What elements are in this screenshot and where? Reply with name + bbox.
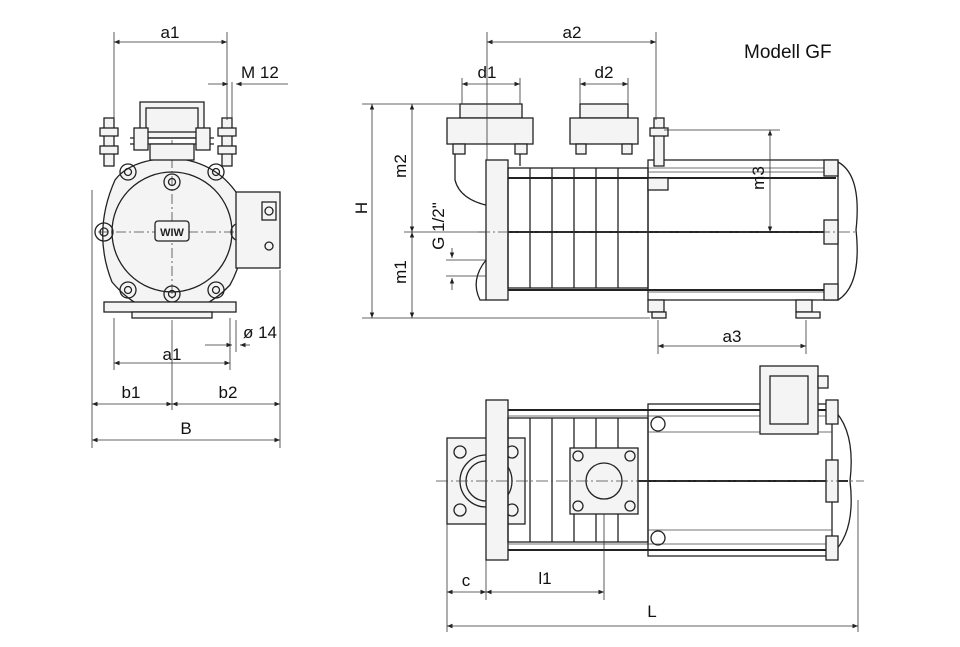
dim-d2: d2: [595, 63, 614, 82]
top-view-dimensions: c l1 L: [446, 500, 859, 632]
dim-b1: b1: [122, 383, 141, 402]
dim-l1: l1: [538, 569, 551, 588]
drawing-title: Modell GF: [744, 42, 832, 63]
dim-a3: a3: [723, 327, 742, 346]
dim-a1-top: a1: [161, 23, 180, 42]
dim-H: H: [352, 202, 371, 214]
dim-c: c: [462, 571, 471, 590]
dim-B: B: [180, 419, 191, 438]
dim-m2: m2: [391, 154, 410, 178]
dim-m3: m3: [749, 166, 768, 190]
side-view: [446, 103, 858, 319]
dim-a2: a2: [563, 23, 582, 42]
manufacturer-badge: WIW: [160, 227, 184, 239]
front-view: WIW: [94, 101, 281, 330]
dim-b2: b2: [219, 383, 238, 402]
dim-m12: M 12: [241, 63, 279, 82]
top-view: [436, 365, 864, 561]
dim-o14: ø 14: [243, 323, 277, 342]
side-view-dimensions: a2 d1 d2 H m2 m1 G 1/2" m3 a3: [352, 23, 807, 354]
dim-m1: m1: [391, 260, 410, 284]
front-view-dimensions: a1 M 12 a1 ø 14 b1 b2 B: [91, 23, 288, 448]
dim-L: L: [647, 602, 656, 621]
dim-d1: d1: [478, 63, 497, 82]
dim-g12: G 1/2": [429, 202, 448, 250]
